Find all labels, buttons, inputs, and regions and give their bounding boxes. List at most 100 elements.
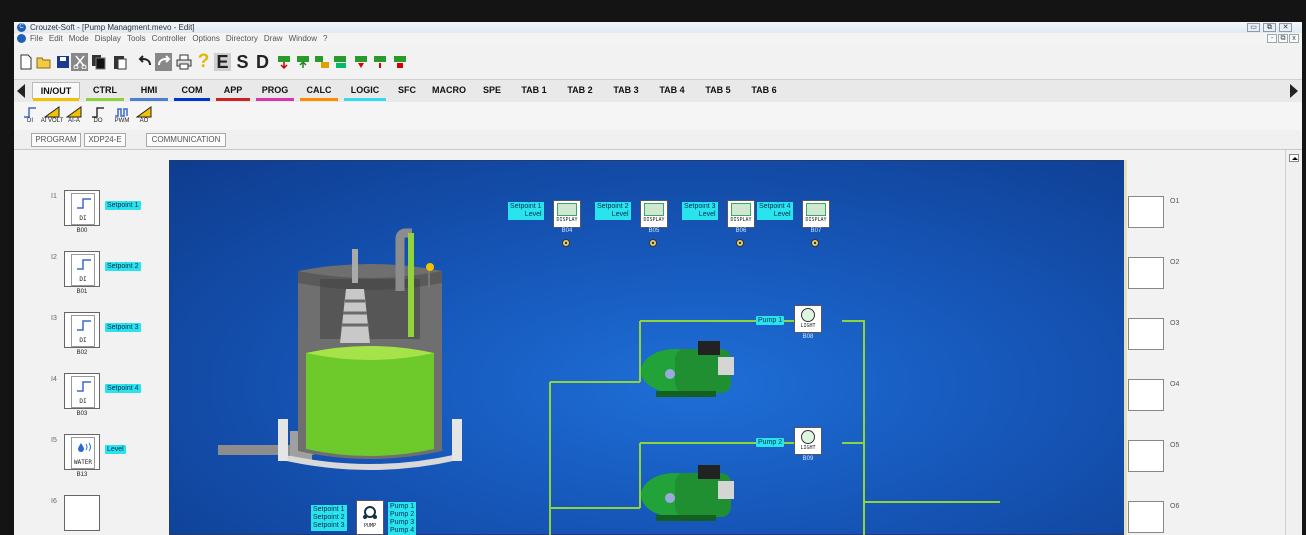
tab-item[interactable]: COM: [174, 82, 210, 101]
output-label: O1: [1170, 198, 1180, 205]
mdi-restore-button[interactable]: ⧉: [1278, 34, 1288, 43]
mdi-close-button[interactable]: x: [1289, 34, 1299, 43]
menu-item[interactable]: Window: [288, 34, 318, 43]
tab-item[interactable]: MACRO: [428, 82, 470, 99]
tab-label: TAB 6: [751, 85, 777, 95]
controller-run-icon[interactable]: [352, 53, 369, 71]
close-button[interactable]: ✕: [1279, 23, 1292, 32]
palette-item[interactable]: AI-A: [60, 104, 88, 128]
tab-item[interactable]: PROG: [256, 82, 294, 101]
output-block[interactable]: [1128, 440, 1164, 472]
controller-monitor-icon[interactable]: [332, 53, 349, 71]
save-icon[interactable]: [54, 53, 71, 71]
output-block[interactable]: [1128, 501, 1164, 533]
menu-item[interactable]: Edit: [48, 34, 63, 43]
menu-item[interactable]: Controller: [151, 34, 187, 43]
display-block[interactable]: DISPLAY: [802, 200, 830, 228]
tab-item[interactable]: TAB 3: [606, 82, 646, 99]
display-block[interactable]: DISPLAY: [727, 200, 755, 228]
menu-item[interactable]: Directory: [225, 34, 258, 43]
copy-icon[interactable]: [90, 53, 107, 71]
edit-mode-button[interactable]: E: [214, 52, 231, 72]
print-icon[interactable]: [175, 53, 192, 71]
tab-item[interactable]: TAB 2: [560, 82, 600, 99]
tab-label: APP: [223, 85, 243, 95]
tabs-scroll-left-icon[interactable]: [17, 84, 25, 98]
vertical-scrollbar[interactable]: [1285, 150, 1302, 535]
controller-stop-icon[interactable]: [371, 53, 388, 71]
simulation-mode-button[interactable]: S: [236, 51, 249, 72]
tab-label: TAB 5: [705, 85, 731, 95]
tab-item[interactable]: LOGIC: [344, 82, 386, 101]
maximize-button[interactable]: ⧉: [1263, 23, 1276, 32]
menu-item[interactable]: Draw: [263, 34, 283, 43]
tab-item[interactable]: TAB 4: [652, 82, 692, 99]
output-block[interactable]: [1128, 379, 1164, 411]
palette-item[interactable]: AI VOLT: [38, 104, 66, 128]
controller-read-icon[interactable]: [275, 53, 292, 71]
paste-icon[interactable]: [111, 53, 128, 71]
palette-item[interactable]: AO: [130, 104, 158, 128]
display-code: DISPLAY: [643, 217, 665, 223]
palette-item-label: DI: [27, 118, 33, 124]
display-block-label: B04: [561, 228, 573, 234]
tab-item[interactable]: TAB 1: [514, 82, 554, 99]
tab-item[interactable]: IN/OUT: [32, 82, 80, 101]
tab-item[interactable]: SFC: [392, 82, 422, 99]
menu-item[interactable]: Mode: [68, 34, 89, 43]
new-file-icon[interactable]: [17, 53, 34, 71]
tab-label: IN/OUT: [40, 86, 72, 96]
controller-write-icon[interactable]: [294, 53, 311, 71]
tab-item[interactable]: APP: [216, 82, 250, 101]
tab-program[interactable]: PROGRAM: [31, 133, 81, 147]
controller-reset-icon[interactable]: [391, 53, 408, 71]
light-block[interactable]: LIGHT: [794, 305, 822, 333]
palette-item[interactable]: PWM: [108, 104, 136, 128]
tab-item[interactable]: TAB 6: [744, 82, 784, 99]
output-block[interactable]: [1128, 318, 1164, 350]
display-block[interactable]: DISPLAY: [640, 200, 668, 228]
tab-communication[interactable]: COMMUNICATION: [146, 133, 226, 147]
palette-item[interactable]: DI: [16, 104, 44, 128]
open-folder-icon[interactable]: [35, 53, 52, 71]
tab-item[interactable]: SPE: [476, 82, 508, 99]
menu-items: File Edit Mode Display Tools Controller Option…: [30, 33, 333, 45]
tab-item[interactable]: CALC: [300, 82, 338, 101]
redo-icon[interactable]: [155, 53, 172, 71]
scroll-up-icon[interactable]: [1289, 154, 1299, 162]
tab-color-bar: [300, 98, 338, 101]
display-block[interactable]: DISPLAY: [553, 200, 581, 228]
minimize-button[interactable]: ▭: [1247, 23, 1260, 32]
tabs-scroll-right-icon[interactable]: [1290, 84, 1298, 98]
undo-icon[interactable]: [136, 53, 153, 71]
debug-mode-button[interactable]: D: [256, 51, 269, 72]
menu-item[interactable]: ?: [323, 34, 328, 43]
tab-label: CTRL: [93, 85, 117, 95]
menu-item[interactable]: File: [30, 34, 43, 43]
tab-item[interactable]: CTRL: [86, 82, 124, 101]
tab-item[interactable]: TAB 5: [698, 82, 738, 99]
tab-xdp24-e[interactable]: XDP24-E: [84, 133, 126, 147]
output-block[interactable]: [1128, 257, 1164, 289]
menu-item[interactable]: Tools: [126, 34, 146, 43]
output-block[interactable]: [1128, 196, 1164, 228]
menu-item[interactable]: Display: [94, 34, 121, 43]
menu-item[interactable]: Options: [192, 34, 220, 43]
mdi-minimize-button[interactable]: -: [1267, 34, 1277, 43]
pump-block-body[interactable]: PUMP: [356, 500, 384, 535]
controller-compare-icon[interactable]: [313, 53, 330, 71]
help-icon[interactable]: ?: [197, 51, 210, 72]
palette-item[interactable]: DO: [84, 104, 112, 128]
input-block[interactable]: I6: [51, 495, 100, 531]
display-block-label: B06: [735, 228, 747, 234]
display-screen-icon: [806, 203, 826, 216]
cut-icon[interactable]: [71, 53, 88, 71]
light-block[interactable]: LIGHT: [794, 427, 822, 455]
tab-item[interactable]: HMI: [130, 82, 168, 101]
